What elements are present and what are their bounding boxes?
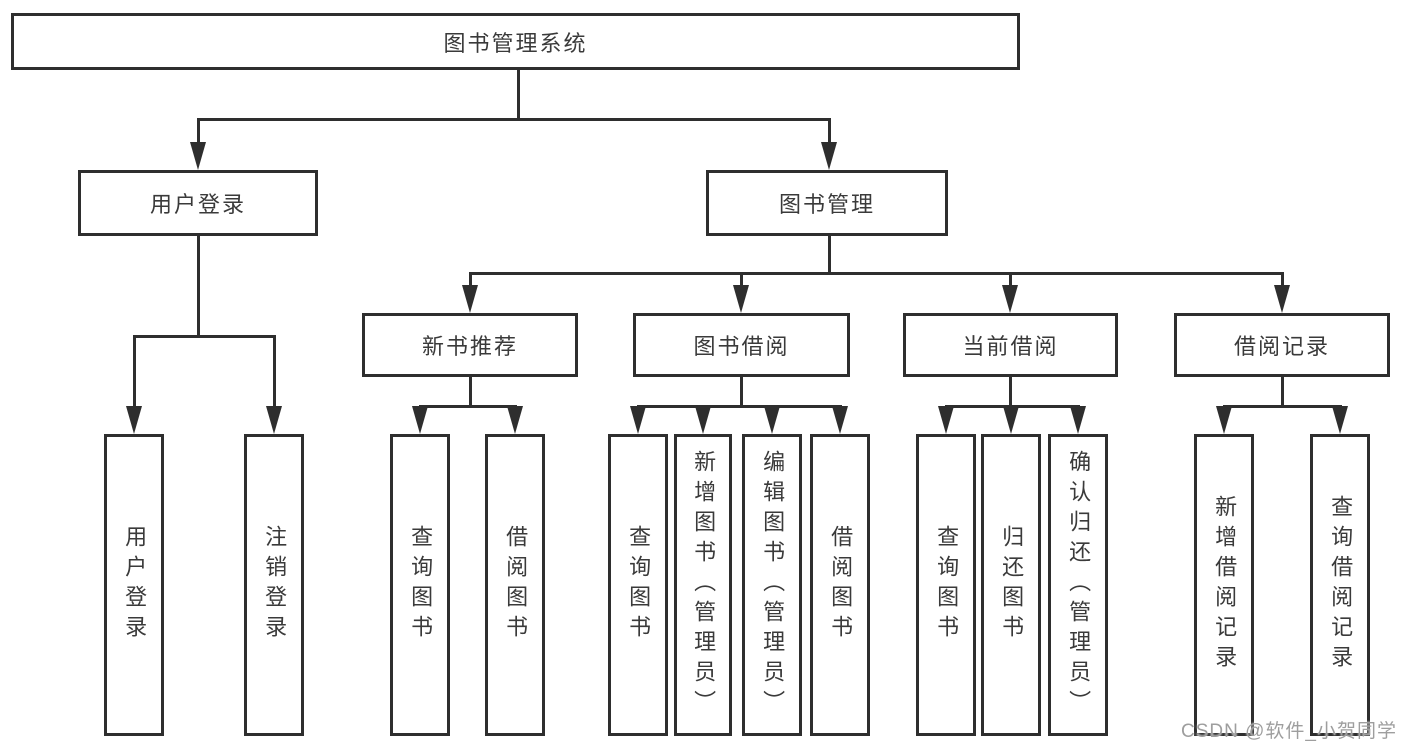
node-book-borrow: 图书借阅	[633, 313, 850, 377]
node-user-login: 用户登录	[78, 170, 318, 236]
arrowhead-book-borrow	[733, 285, 749, 313]
leaf-bb-add-books-admin: 新增图书（管理员）	[674, 434, 732, 736]
arrowhead-rc-add	[1216, 406, 1232, 434]
node-root-label: 图书管理系统	[443, 30, 588, 56]
arrowhead-book-management	[821, 142, 837, 170]
leaf-rc-add-record: 新增借阅记录	[1194, 434, 1254, 736]
leaf-cb-confirm-return-admin: 确认归还（管理员）	[1048, 434, 1108, 736]
leaf-rc-query-record: 查询借阅记录	[1310, 434, 1370, 736]
connector-new-book-rail	[419, 405, 517, 408]
connector-root-stub	[517, 70, 520, 118]
node-book-borrow-label: 图书借阅	[693, 334, 790, 359]
connector-book-management-stub	[828, 236, 831, 275]
leaf-logout: 注销登录	[244, 434, 304, 736]
connector-borrow-records-rail	[1223, 405, 1342, 408]
leaf-user-login-label: 用户登录	[122, 525, 148, 645]
leaf-cb-query-books: 查询图书	[916, 434, 976, 736]
arrowhead-user-login	[190, 142, 206, 170]
node-new-book-recommend: 新书推荐	[362, 313, 578, 377]
leaf-bb-query-books-label: 查询图书	[626, 525, 652, 645]
node-borrow-records: 借阅记录	[1174, 313, 1390, 377]
node-current-borrow: 当前借阅	[903, 313, 1118, 377]
leaf-bb-query-books: 查询图书	[608, 434, 668, 736]
arrowhead-login-leaf	[126, 406, 142, 434]
arrowhead-bb-edit	[764, 406, 780, 434]
connector-user-login-rail	[133, 335, 276, 338]
node-user-login-label: 用户登录	[149, 192, 246, 217]
connector-new-book-stub	[469, 377, 472, 408]
arrowhead-bb-query	[630, 406, 646, 434]
leaf-nb-borrow-books: 借阅图书	[485, 434, 545, 736]
leaf-cb-confirm-return-admin-label: 确认归还（管理员）	[1066, 450, 1092, 720]
arrowhead-cb-query	[938, 406, 954, 434]
connector-drop-book-management	[828, 118, 831, 146]
node-new-book-recommend-label: 新书推荐	[421, 334, 518, 359]
connector-drop-login-leaf	[133, 335, 136, 408]
connector-borrow-records-stub	[1281, 377, 1284, 408]
leaf-cb-return-books: 归还图书	[981, 434, 1041, 736]
leaf-cb-query-books-label: 查询图书	[934, 525, 960, 645]
leaf-nb-query-books: 查询图书	[390, 434, 450, 736]
arrowhead-rc-query	[1332, 406, 1348, 434]
csdn-watermark: CSDN @软件_小贺同学	[1181, 721, 1397, 742]
node-book-management-label: 图书管理	[778, 192, 875, 217]
arrowhead-bb-borrow	[832, 406, 848, 434]
leaf-logout-label: 注销登录	[262, 525, 288, 645]
arrowhead-borrow-records	[1274, 285, 1290, 313]
connector-drop-new-book	[469, 272, 472, 288]
leaf-nb-query-books-label: 查询图书	[408, 525, 434, 645]
node-book-management: 图书管理	[706, 170, 948, 236]
arrowhead-cb-confirm	[1070, 406, 1086, 434]
leaf-bb-borrow-books-label: 借阅图书	[828, 525, 854, 645]
arrowhead-bb-add	[695, 406, 711, 434]
connector-root-rail	[197, 118, 831, 121]
arrowhead-current-borrow	[1002, 285, 1018, 313]
leaf-nb-borrow-books-label: 借阅图书	[503, 525, 529, 645]
leaf-user-login: 用户登录	[104, 434, 164, 736]
connector-drop-current-borrow	[1009, 272, 1012, 288]
connector-user-login-stub	[197, 236, 200, 335]
connector-current-borrow-stub	[1009, 377, 1012, 408]
connector-book-management-rail	[469, 272, 1284, 275]
arrowhead-nb-query	[412, 406, 428, 434]
arrowhead-new-book	[462, 285, 478, 313]
connector-book-borrow-stub	[740, 377, 743, 408]
connector-drop-user-login	[197, 118, 200, 146]
leaf-rc-add-record-label: 新增借阅记录	[1212, 495, 1238, 675]
arrowhead-cb-return	[1003, 406, 1019, 434]
arrowhead-logout-leaf	[266, 406, 282, 434]
connector-book-borrow-rail	[637, 405, 842, 408]
leaf-bb-edit-books-admin: 编辑图书（管理员）	[742, 434, 802, 736]
node-root: 图书管理系统	[11, 13, 1020, 70]
leaf-bb-add-books-admin-label: 新增图书（管理员）	[691, 450, 717, 720]
node-current-borrow-label: 当前借阅	[962, 334, 1059, 359]
leaf-cb-return-books-label: 归还图书	[999, 525, 1025, 645]
connector-drop-borrow-records	[1281, 272, 1284, 288]
arrowhead-nb-borrow	[507, 406, 523, 434]
leaf-bb-borrow-books: 借阅图书	[810, 434, 870, 736]
connector-drop-book-borrow	[740, 272, 743, 288]
connector-drop-logout-leaf	[273, 335, 276, 408]
node-borrow-records-label: 借阅记录	[1233, 334, 1330, 359]
leaf-rc-query-record-label: 查询借阅记录	[1328, 495, 1354, 675]
leaf-bb-edit-books-admin-label: 编辑图书（管理员）	[760, 450, 786, 720]
